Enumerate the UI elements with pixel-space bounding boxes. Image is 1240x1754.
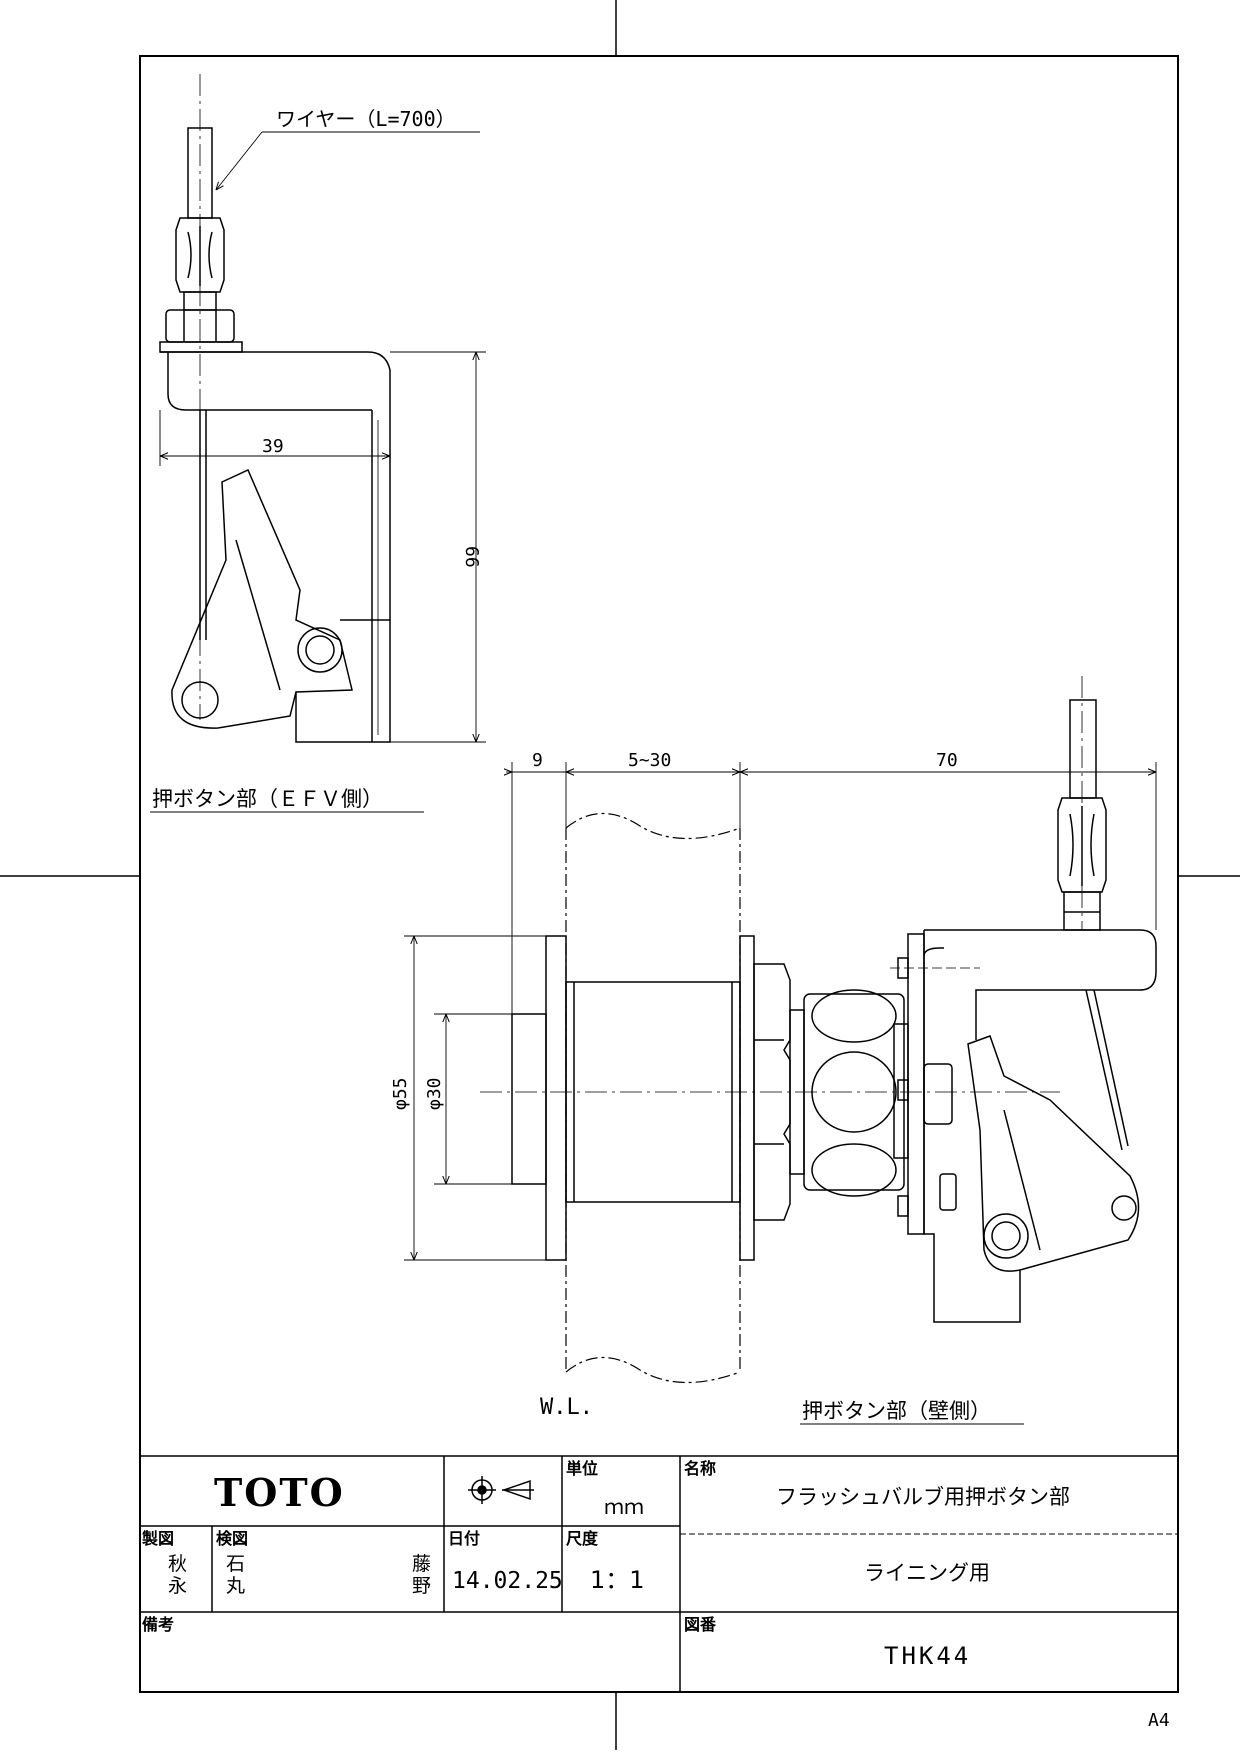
approved-value-1: 藤 xyxy=(412,1553,431,1575)
subname-value: ライニング用 xyxy=(864,1561,990,1585)
third-angle-projection-icon xyxy=(468,1476,534,1504)
efv-side-view xyxy=(159,74,391,743)
efv-dimensions xyxy=(150,131,486,813)
dim-70: 70 xyxy=(936,750,958,771)
dim-9: 9 xyxy=(532,750,543,771)
drawing-number-label: 図番 xyxy=(684,1615,717,1634)
name-value: フラッシュバルブ用押ボタン部 xyxy=(776,1485,1070,1509)
date-label: 日付 xyxy=(448,1529,480,1548)
drawn-value-2: 永 xyxy=(168,1575,187,1597)
water-level-label: W.L. xyxy=(540,1395,593,1420)
scale-value: 1：1 xyxy=(590,1566,645,1594)
unit-value: ｍｍ xyxy=(604,1495,644,1519)
scale-label: 尺度 xyxy=(566,1529,599,1548)
checked-label: 検図 xyxy=(216,1529,248,1548)
drawn-label: 製図 xyxy=(141,1529,174,1548)
dim-39: 39 xyxy=(262,436,284,457)
name-label: 名称 xyxy=(684,1459,716,1478)
date-value: 14.02.25 xyxy=(452,1568,563,1594)
unit-label: 単位 xyxy=(566,1459,598,1478)
brand-logo: TOTO xyxy=(214,1470,345,1515)
paper-size: A4 xyxy=(1148,1710,1170,1731)
drawing-number-value: THK44 xyxy=(884,1642,971,1670)
approved-value-2: 野 xyxy=(412,1575,431,1597)
view-label-wall: 押ボタン部（壁側） xyxy=(802,1399,991,1423)
wall-section xyxy=(565,812,741,1384)
view-label-efv: 押ボタン部（ＥＦＶ側） xyxy=(152,787,383,811)
notes-label: 備考 xyxy=(142,1615,174,1634)
title-block-grid xyxy=(140,1455,1178,1692)
wall-side-view xyxy=(480,676,1157,1323)
dim-5-30: 5~30 xyxy=(628,750,671,771)
drawn-value-1: 秋 xyxy=(168,1553,187,1575)
dim-phi30: φ30 xyxy=(424,1077,445,1110)
wire-label: ワイヤー（L=700） xyxy=(276,107,456,131)
drawing-border xyxy=(139,55,1179,1693)
checked-value-2: 丸 xyxy=(226,1575,245,1597)
dim-phi55: φ55 xyxy=(390,1077,411,1110)
checked-value-1: 石 xyxy=(226,1553,245,1575)
wall-dimensions xyxy=(404,762,1157,1425)
dim-66: 66 xyxy=(461,546,482,568)
